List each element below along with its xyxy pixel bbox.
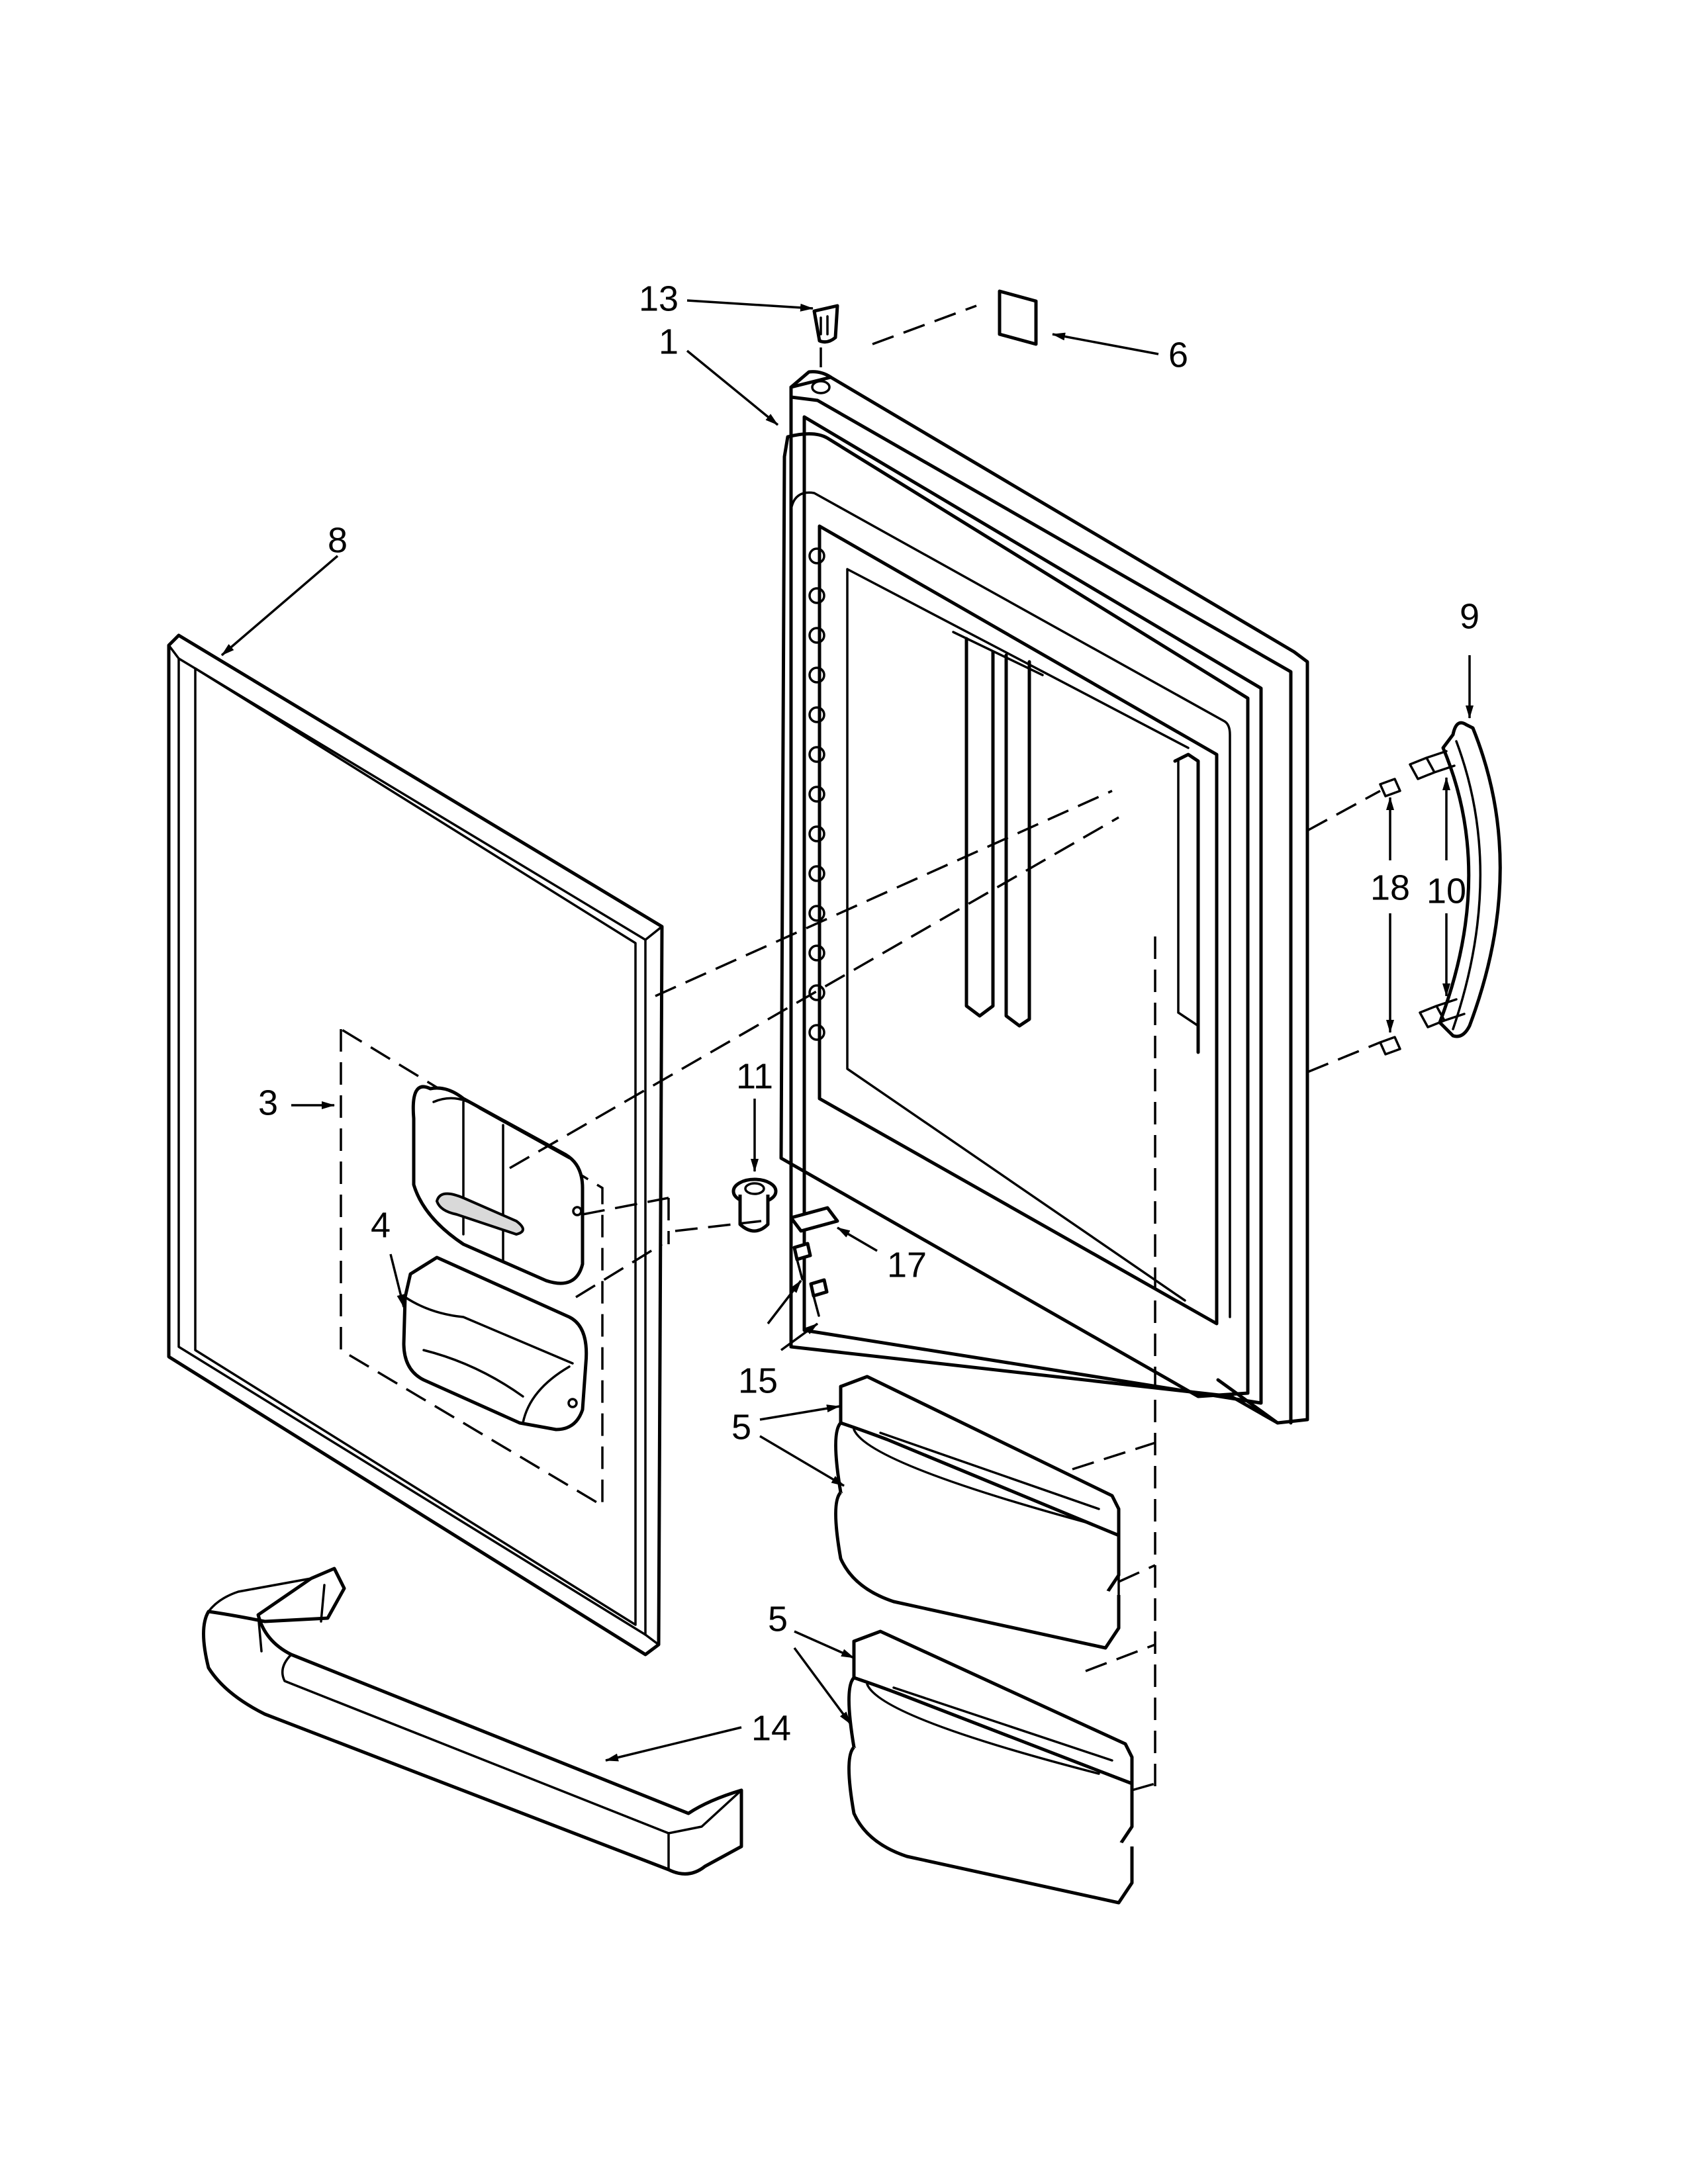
dispenser-lower-bin [402, 1255, 588, 1432]
shelf-stud-column [808, 547, 825, 1041]
callout-4: 4 [371, 1205, 391, 1245]
hinge-clip [789, 1206, 839, 1233]
callout-13: 13 [639, 279, 679, 318]
door-outer-panel [167, 633, 664, 1657]
door-bin-upper-pair [834, 1375, 1121, 1650]
hinge-plug [812, 304, 839, 344]
callout-1: 1 [659, 322, 679, 361]
handle-screws [1379, 750, 1466, 1056]
callout-6: 6 [1168, 335, 1188, 375]
assembly-lines [509, 304, 1381, 1792]
callout-8: 8 [328, 520, 348, 560]
leader-lines [220, 299, 1474, 1762]
door-label [998, 289, 1038, 346]
callout-18: 18 [1370, 868, 1410, 907]
callout-14: 14 [751, 1708, 791, 1748]
door-bin-lower-pair [847, 1629, 1134, 1905]
hinge-cap [731, 1177, 778, 1233]
callout-15: 15 [738, 1361, 778, 1400]
callout-11: 11 [736, 1056, 773, 1096]
bottom-door-bin [202, 1567, 743, 1876]
callout-10: 10 [1427, 871, 1466, 911]
callout-3: 3 [258, 1083, 278, 1122]
callout-5-lower: 5 [768, 1599, 788, 1639]
dispenser-housing [411, 1085, 585, 1285]
callout-5-upper: 5 [731, 1407, 751, 1447]
hinge-screws [792, 1242, 829, 1317]
door-assembly [779, 370, 1309, 1425]
callout-labels: 1 3 4 5 5 6 8 9 10 11 13 14 15 17 18 [258, 279, 1479, 1748]
door-handle [1438, 721, 1502, 1038]
callout-17: 17 [887, 1245, 927, 1285]
callout-9: 9 [1460, 596, 1479, 636]
